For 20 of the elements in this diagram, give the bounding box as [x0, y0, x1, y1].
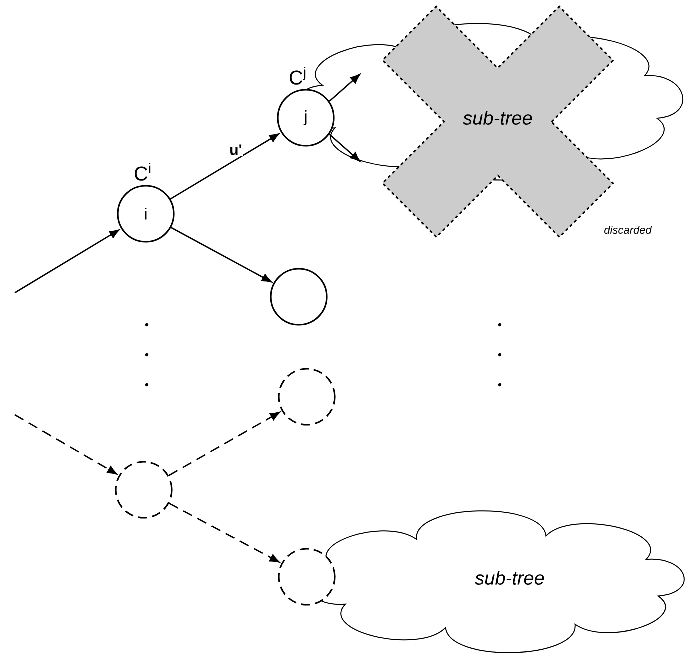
ci-label: C$^{j}$ — [290, 67, 306, 85]
arrow — [329, 134, 360, 162]
caption-text: discarded — [604, 226, 652, 234]
ci-label: C$^{i}$ — [135, 163, 151, 181]
arrow — [14, 414, 118, 475]
arrow — [170, 227, 272, 283]
arrow — [14, 230, 120, 294]
circle-node: i — [117, 185, 175, 243]
arrow — [170, 134, 280, 200]
circle-node — [278, 548, 336, 606]
circle-node — [278, 368, 336, 426]
arrow — [168, 412, 280, 476]
edge-label: u' — [228, 144, 244, 156]
cloud-label: sub-tree — [475, 571, 544, 585]
arrow — [169, 502, 280, 563]
circle-node — [270, 268, 328, 326]
arrow — [329, 74, 360, 102]
circle-node: j — [277, 89, 335, 147]
circle-node — [115, 461, 173, 519]
cloud-label: sub-tree — [463, 111, 532, 125]
